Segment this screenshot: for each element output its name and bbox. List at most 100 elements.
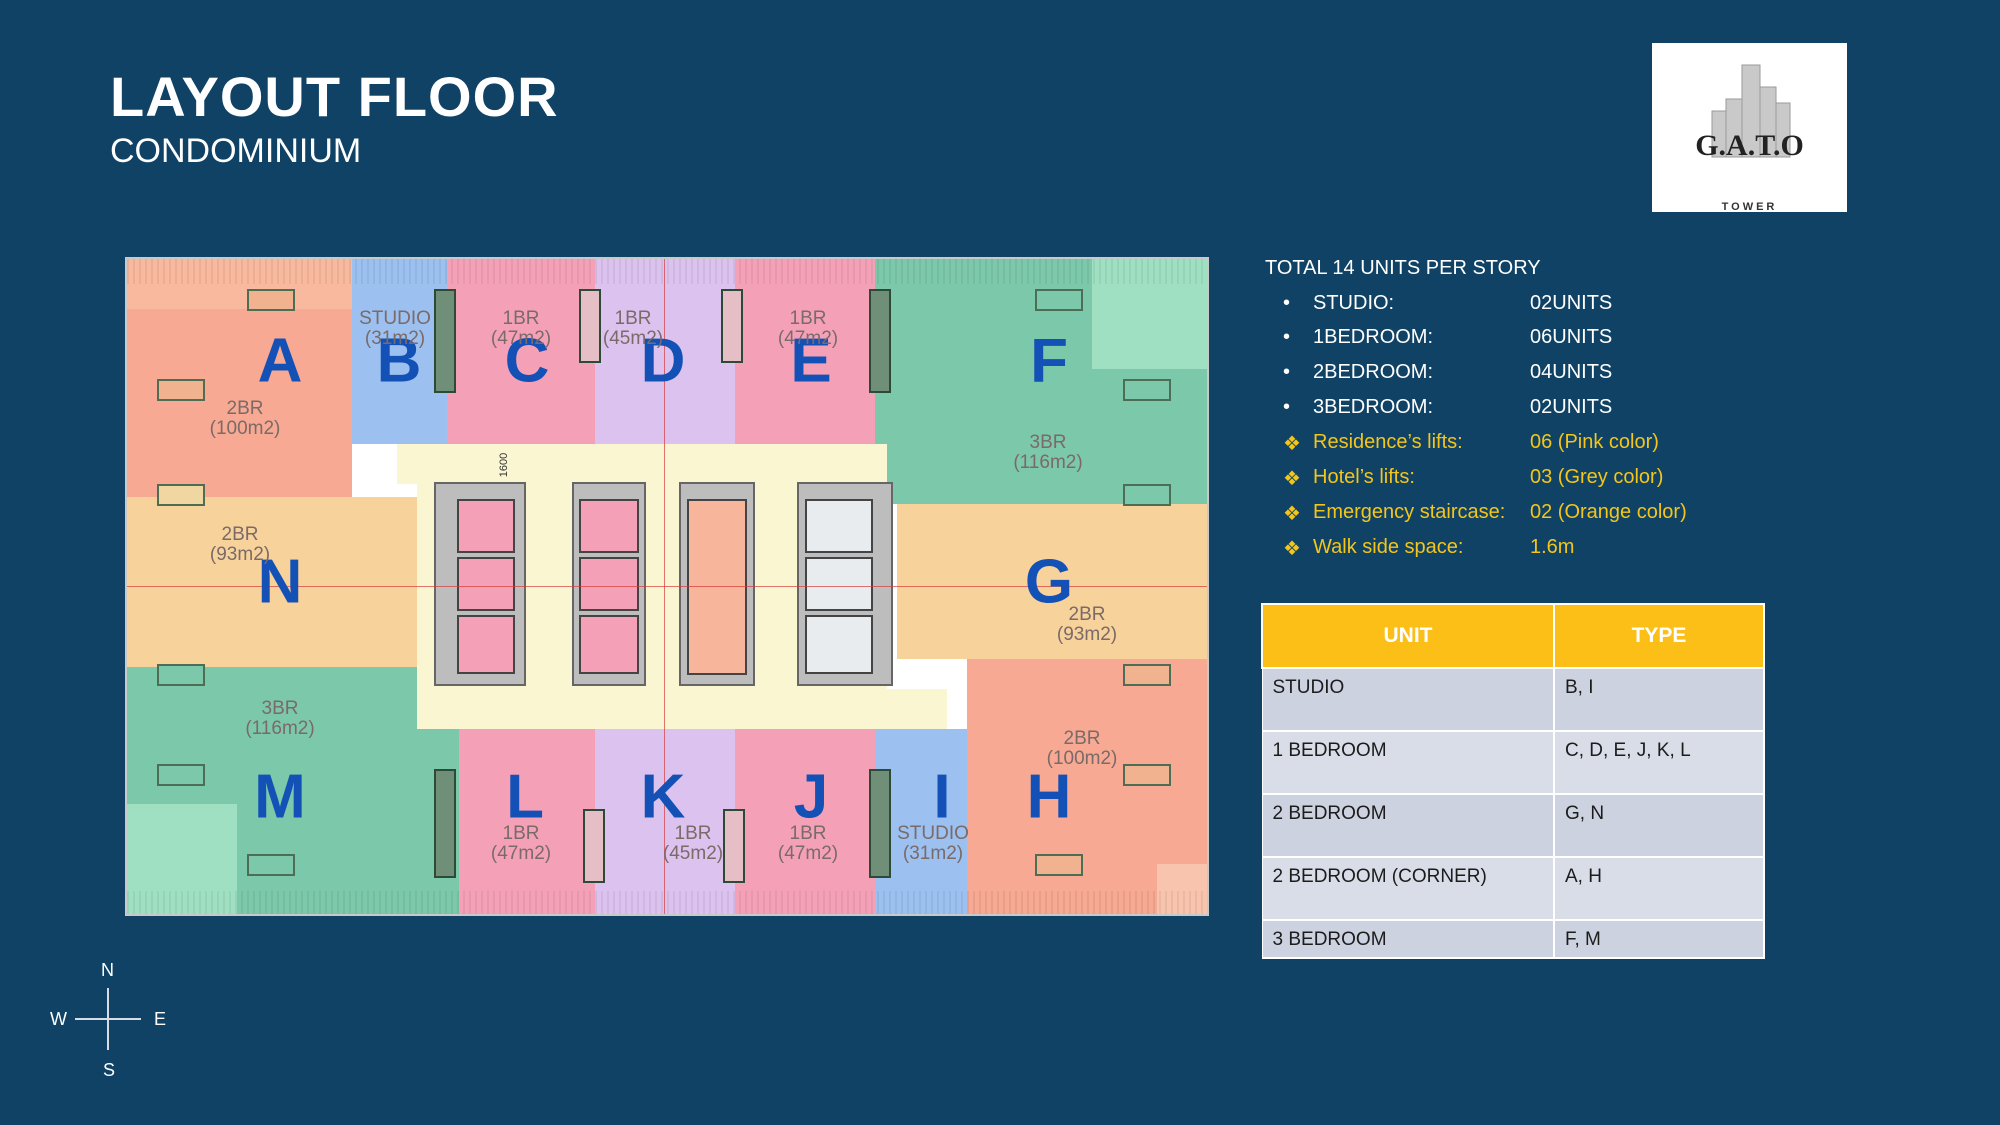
unit-letter-e: E (790, 326, 832, 396)
diamond-bullet-icon: ❖ (1283, 468, 1301, 490)
diamond-bullet-icon: ❖ (1283, 538, 1301, 560)
hotel-lift-1 (805, 499, 873, 553)
window (157, 484, 205, 506)
unit-letter-f: F (1030, 326, 1068, 396)
unit-letter-b: B (376, 326, 422, 396)
compass-north: N (101, 960, 114, 980)
window (1123, 484, 1171, 506)
bullet-icon: • (1283, 292, 1291, 314)
floor-plan: 1600 A 2BR (100m2) B STUDIO (31m2) C 1BR… (125, 257, 1209, 916)
unit-letter-c: C (504, 326, 550, 396)
unit-letter-n: N (257, 547, 303, 617)
zone-l (459, 729, 595, 914)
zone-n (127, 497, 427, 667)
unit-letter-m: M (254, 762, 306, 832)
window (1123, 764, 1171, 786)
zone-b (352, 259, 447, 444)
window (247, 289, 295, 311)
unit-label-i: STUDIO (31m2) (897, 823, 969, 864)
unit-label-g: 2BR (93m2) (1056, 604, 1118, 645)
zone-c (447, 259, 595, 444)
unit-label-e: 1BR (47m2) (777, 308, 839, 349)
column (434, 289, 456, 393)
residence-lift-3 (457, 615, 515, 674)
unit-label-k: 1BR (45m2) (662, 823, 724, 864)
residence-lift-4 (579, 499, 639, 553)
unit-letter-k: K (640, 762, 686, 832)
unit-letter-a: A (257, 326, 303, 396)
unit-label-c: 1BR (47m2) (490, 308, 552, 349)
zone-f-corner (1092, 259, 1207, 369)
window (157, 764, 205, 786)
logo-tagline: TOWER (1721, 201, 1778, 213)
zone-m-corner (127, 804, 237, 914)
page-title: LAYOUT FLOOR (110, 65, 559, 128)
unit-label-b: STUDIO (31m2) (359, 308, 431, 349)
unit-label-l: 1BR (47m2) (490, 823, 552, 864)
unit-letter-l: L (506, 762, 544, 832)
zone-h-corner (1157, 864, 1207, 914)
total-units: TOTAL 14 UNITS PER STORY (1265, 257, 1541, 279)
unit-label-j: 1BR (47m2) (777, 823, 839, 864)
table-header-unit: UNIT (1261, 603, 1555, 669)
zone-k (595, 729, 735, 914)
hotel-lift-2 (805, 557, 873, 611)
column (869, 289, 891, 393)
walkway-dimension: 1600 (498, 452, 511, 478)
compass-east: E (154, 1009, 167, 1029)
window (157, 664, 205, 686)
unit-letter-j: J (793, 762, 829, 832)
residence-lift-6 (579, 615, 639, 674)
unit-letter-g: G (1024, 547, 1074, 617)
column (434, 769, 456, 878)
window (157, 379, 205, 401)
window (1123, 664, 1171, 686)
bottom-band (127, 891, 1207, 914)
unit-label-n: 2BR (93m2) (209, 524, 271, 565)
diamond-bullet-icon: ❖ (1283, 503, 1301, 525)
zone-a-top (127, 259, 352, 309)
unit-label-a: 2BR (100m2) (209, 398, 281, 439)
bullet-icon: • (1283, 326, 1291, 348)
window (247, 854, 295, 876)
logo: G.A.T.O TOWER (1652, 43, 1847, 213)
column (869, 769, 891, 878)
compass-west: W (50, 1009, 67, 1029)
unit-letter-d: D (640, 326, 686, 396)
unit-label-h: 2BR (100m2) (1046, 728, 1118, 769)
table-row: 2 BEDROOM (CORNER)A, H (1261, 856, 1765, 921)
zone-g (897, 504, 1207, 659)
residence-lift-2 (457, 557, 515, 611)
unit-letter-h: H (1026, 762, 1072, 832)
window (1035, 289, 1083, 311)
residence-lift-1 (457, 499, 515, 553)
compass-icon: N S W E (50, 960, 170, 1080)
column (579, 289, 601, 363)
window (1123, 379, 1171, 401)
unit-letter-i: I (933, 762, 951, 832)
unit-label-f: 3BR (116m2) (1013, 432, 1083, 473)
bullet-icon: • (1283, 396, 1291, 418)
hotel-lift-3 (805, 615, 873, 674)
page-subtitle: CONDOMINIUM (110, 132, 362, 170)
compass-south: S (103, 1060, 116, 1080)
column (583, 809, 605, 883)
table-header-type: TYPE (1553, 603, 1765, 669)
zone-e (735, 259, 875, 444)
zone-d (595, 259, 735, 444)
diamond-bullet-icon: ❖ (1283, 433, 1301, 455)
axis-h (127, 586, 1207, 587)
top-band (127, 259, 1207, 284)
unit-label-d: 1BR (45m2) (602, 308, 664, 349)
zone-j (735, 729, 875, 914)
building-logo-icon (1711, 64, 1791, 158)
column (723, 809, 745, 883)
residence-lift-5 (579, 557, 639, 611)
logo-name: G.A.T.O (1695, 129, 1804, 162)
window (1035, 854, 1083, 876)
